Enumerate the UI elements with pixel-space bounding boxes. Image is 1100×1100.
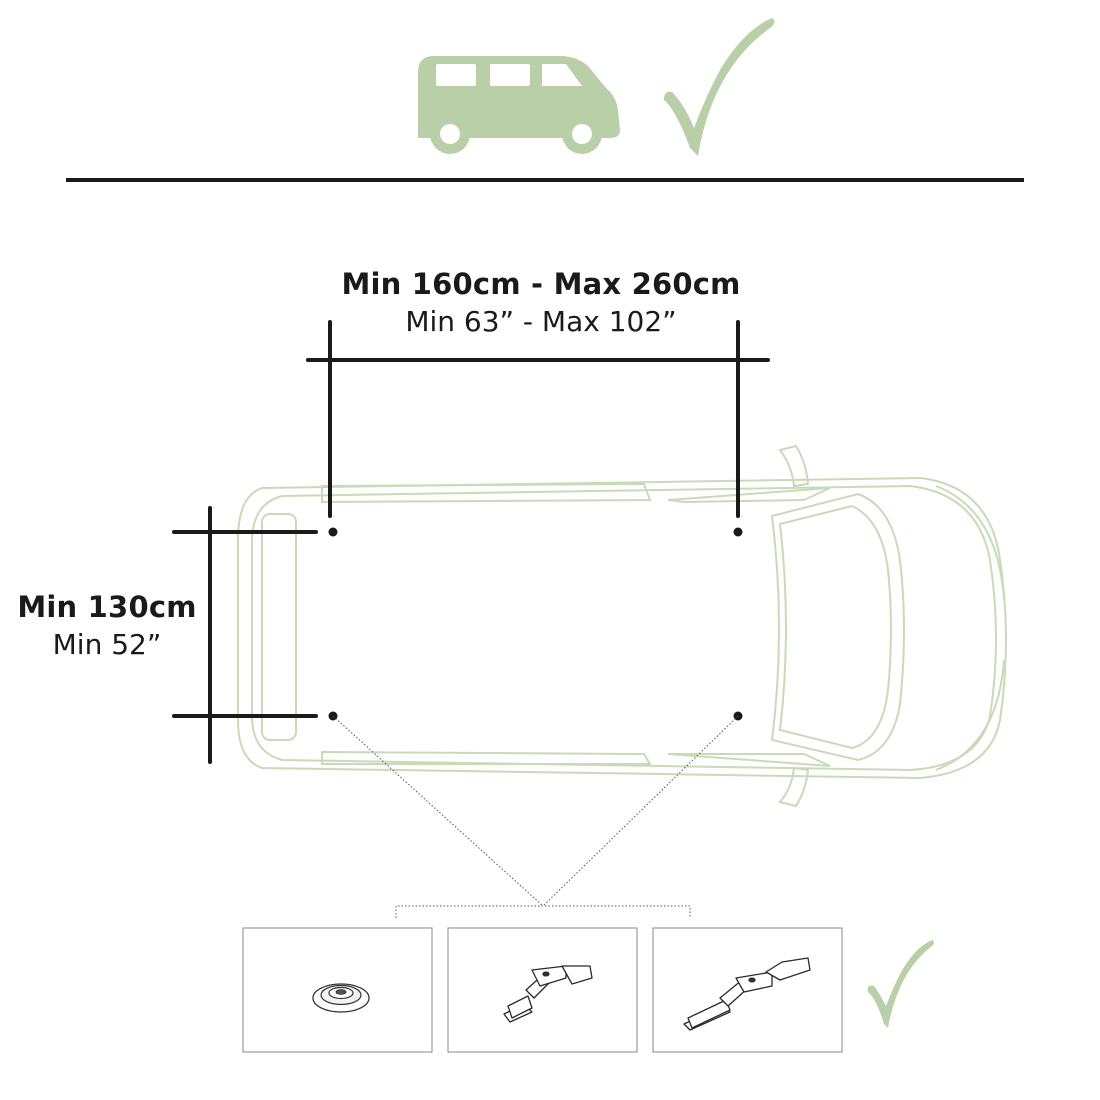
width-spec-imperial: Min 52” — [52, 628, 162, 661]
width-dimension — [172, 506, 318, 764]
length-dimension — [306, 320, 770, 518]
checkmark-icon — [664, 18, 775, 156]
width-spec-label: Min 130cm Min 52” — [0, 588, 214, 664]
mount-option-long-bracket — [652, 927, 843, 1053]
length-spec-metric: Min 160cm - Max 260cm — [341, 267, 741, 301]
length-spec-label: Min 160cm - Max 260cm Min 63” - Max 102” — [0, 266, 1100, 340]
fixing-point-front-left — [328, 527, 338, 537]
short-bracket-icon — [503, 965, 593, 1023]
long-bracket-icon — [683, 957, 811, 1031]
mount-option-round — [242, 927, 433, 1053]
leader-lines — [332, 715, 739, 918]
width-spec-metric: Min 130cm — [17, 590, 197, 624]
fixing-point-front-right — [733, 527, 743, 537]
mount-option-short-bracket — [447, 927, 638, 1053]
vehicle-top-view-outline — [237, 444, 1007, 808]
round-fixing-point-icon — [312, 983, 370, 1013]
length-spec-imperial: Min 63” - Max 102” — [405, 305, 677, 338]
van-icon — [418, 56, 620, 154]
checkmark-icon — [867, 940, 934, 1028]
